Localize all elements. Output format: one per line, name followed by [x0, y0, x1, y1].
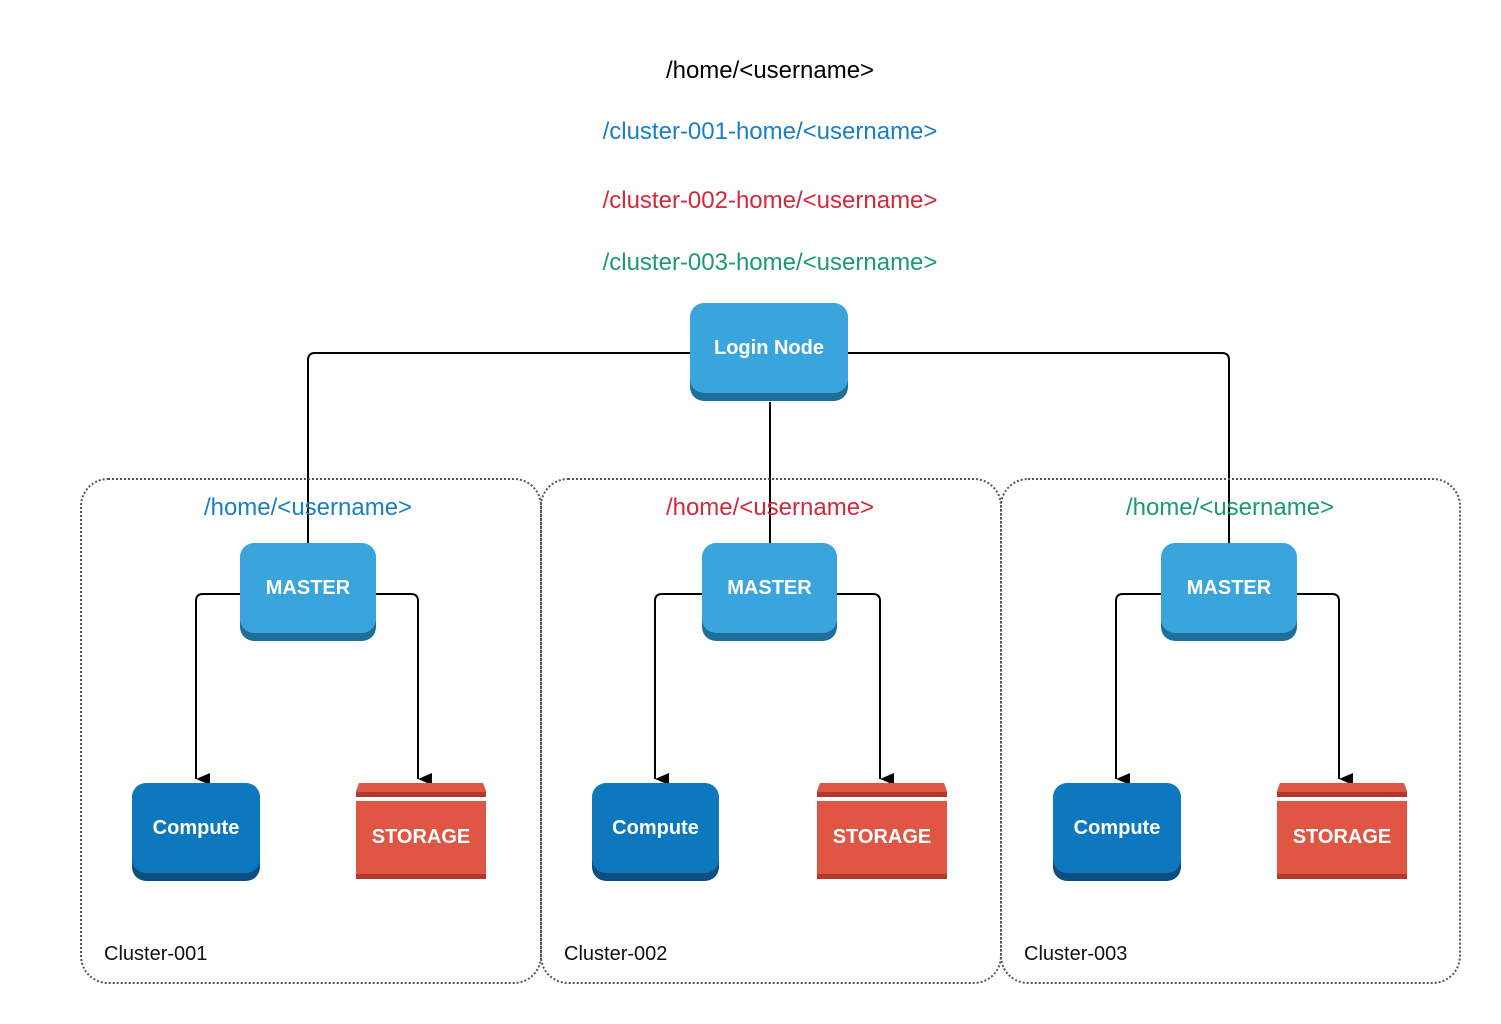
cluster-002-storage-node: STORAGE: [817, 783, 947, 883]
cluster-003-storage-node: STORAGE: [1277, 783, 1407, 883]
cluster-003-box: [1000, 478, 1461, 984]
cluster-001-home-path: /home/<username>: [203, 494, 413, 521]
master-to-storage-arrow-002: [837, 593, 894, 785]
cluster-003-storage-label: STORAGE: [1277, 801, 1407, 879]
cluster-001-master-node: MASTER: [240, 543, 376, 633]
cluster-001-storage-node: STORAGE: [356, 783, 486, 883]
cluster-001-name: Cluster-001: [104, 943, 208, 965]
cluster-003-compute-node: Compute: [1053, 783, 1181, 873]
login-node: Login Node: [690, 303, 848, 393]
cluster-002-home-path: /home/<username>: [665, 494, 875, 521]
cluster-003-name: Cluster-003: [1024, 943, 1128, 965]
login-to-cluster-003-line: [848, 352, 1230, 543]
path-label-cluster-003-home: /cluster-003-home/<username>: [602, 249, 938, 276]
storage-lid-icon: [356, 783, 486, 797]
storage-lid-icon: [1277, 783, 1407, 797]
master-to-compute-arrow-002: [654, 593, 702, 785]
path-label-home: /home/<username>: [665, 57, 875, 84]
cluster-003-home-path: /home/<username>: [1125, 494, 1335, 521]
cluster-001-storage-label: STORAGE: [356, 801, 486, 879]
path-label-cluster-002-home: /cluster-002-home/<username>: [602, 187, 938, 214]
master-to-storage-arrow-001: [376, 593, 432, 785]
storage-lid-icon: [817, 783, 947, 797]
cluster-002-name: Cluster-002: [564, 943, 668, 965]
cluster-003-master-node: MASTER: [1161, 543, 1297, 633]
master-to-compute-arrow-003: [1115, 593, 1161, 785]
cluster-002-master-node: MASTER: [702, 543, 837, 633]
login-to-cluster-001-line: [307, 352, 690, 543]
master-to-storage-arrow-003: [1297, 593, 1353, 785]
master-to-compute-arrow-001: [195, 593, 240, 785]
cluster-002-storage-label: STORAGE: [817, 801, 947, 879]
cluster-002-compute-node: Compute: [592, 783, 719, 873]
path-label-cluster-001-home: /cluster-001-home/<username>: [602, 118, 938, 145]
cluster-001-compute-node: Compute: [132, 783, 260, 873]
